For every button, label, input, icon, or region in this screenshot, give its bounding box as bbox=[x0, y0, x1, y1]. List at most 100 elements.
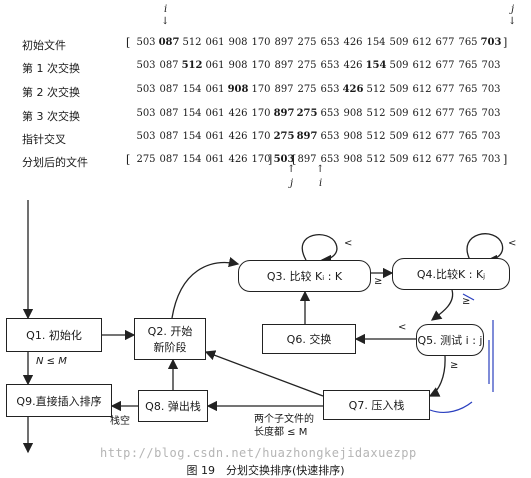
table-cell: 087 bbox=[158, 37, 180, 48]
table-cell: 897 bbox=[273, 108, 295, 119]
table-cell: 426 bbox=[343, 60, 363, 71]
q1-label: Q1. 初始化 bbox=[26, 329, 82, 342]
table-cell: 275 bbox=[297, 84, 317, 95]
table-cell: 154 bbox=[182, 84, 202, 95]
table-cell: 512 bbox=[366, 108, 386, 119]
bottom-j-arrow: ↑ bbox=[287, 164, 296, 175]
table-cell: 503 bbox=[136, 37, 156, 48]
table-cell: 897 bbox=[296, 131, 318, 142]
q5-lt-label: < bbox=[398, 322, 407, 333]
table-cell: 765 bbox=[458, 84, 478, 95]
table-cell: 897 bbox=[274, 60, 294, 71]
table-cell: 503 bbox=[136, 108, 156, 119]
q5-ge-label: ≥ bbox=[450, 360, 459, 371]
table-cell: 612 bbox=[412, 131, 432, 142]
q8-pop-stack-box: Q8. 弹出栈 bbox=[138, 390, 208, 422]
table-cell: 170 bbox=[251, 84, 271, 95]
table-cell: 703 bbox=[481, 131, 501, 142]
q5-label: Q5. 测试 i : j bbox=[417, 334, 483, 347]
n-le-m-label: N ≤ M bbox=[36, 356, 67, 367]
table-cell: 612 bbox=[412, 154, 432, 165]
table-cell: 677 bbox=[435, 154, 455, 165]
table-cell: 897 bbox=[297, 154, 317, 165]
table-cell: 275 bbox=[273, 131, 295, 142]
table-cell: 512 bbox=[181, 60, 203, 71]
bottom-j-marker: j bbox=[290, 178, 294, 189]
table-cell: 503 bbox=[136, 60, 156, 71]
table-cell: 154 bbox=[182, 154, 202, 165]
q8-label: Q8. 弹出栈 bbox=[145, 400, 201, 413]
table-cell: 612 bbox=[412, 108, 432, 119]
table-cell: 061 bbox=[205, 84, 225, 95]
figure-caption: 图 19 分划交换排序(快速排序) bbox=[186, 464, 345, 477]
table-cell: 512 bbox=[366, 131, 386, 142]
table-cell: 908 bbox=[228, 60, 248, 71]
table-cell: 653 bbox=[320, 108, 340, 119]
q9-label: Q9.直接插入排序 bbox=[16, 394, 102, 408]
table-cell: 765 bbox=[458, 154, 478, 165]
table-cell: 426 bbox=[342, 84, 364, 95]
table-row-label: 第 2 次交换 bbox=[22, 86, 80, 99]
table-cell: 512 bbox=[182, 37, 202, 48]
table-cell: 908 bbox=[343, 108, 363, 119]
table-row-label: 指针交叉 bbox=[22, 133, 66, 146]
table-cell: 426 bbox=[228, 154, 248, 165]
q2-new-phase-box: Q2. 开始 新阶段 bbox=[134, 318, 206, 360]
q6-label: Q6. 交换 bbox=[286, 333, 332, 346]
q3-compare-ki-k-box: Q3. 比较 Kᵢ : K bbox=[238, 260, 371, 292]
table-cell: 612 bbox=[412, 37, 432, 48]
table-cell: 275 bbox=[296, 108, 318, 119]
q3-ge-label: ≥ bbox=[374, 276, 383, 287]
blog-watermark: http://blog.csdn.net/huazhongkejidaxuezp… bbox=[100, 446, 417, 460]
table-cell: 275 bbox=[136, 154, 156, 165]
table-cell: 170 bbox=[251, 37, 271, 48]
q4-ge-label: ≥ bbox=[462, 296, 471, 307]
table-cell: 677 bbox=[435, 84, 455, 95]
table-cell: 275 bbox=[297, 60, 317, 71]
table-cell: 509 bbox=[389, 60, 409, 71]
table-cell: 765 bbox=[458, 37, 478, 48]
table-cell: 509 bbox=[389, 154, 409, 165]
table-cell: 612 bbox=[412, 60, 432, 71]
table-cell: 170 bbox=[251, 60, 271, 71]
table-cell: 154 bbox=[182, 108, 202, 119]
table-cell: 503 bbox=[136, 84, 156, 95]
top-i-marker: i bbox=[164, 4, 168, 15]
q9-insertion-sort-box: Q9.直接插入排序 bbox=[6, 384, 112, 417]
table-cell: 154 bbox=[366, 37, 386, 48]
q3-label: Q3. 比较 Kᵢ : K bbox=[266, 270, 343, 283]
table-close-bracket: ] bbox=[503, 36, 508, 49]
table-cell: 653 bbox=[320, 131, 340, 142]
q7-label: Q7. 压入栈 bbox=[348, 399, 405, 412]
table-row-label: 第 3 次交换 bbox=[22, 110, 80, 123]
table-cell: 612 bbox=[412, 84, 432, 95]
q2-label-line1: Q2. 开始 bbox=[147, 325, 193, 338]
table-cell: 087 bbox=[159, 84, 179, 95]
table-cell: 653 bbox=[320, 37, 340, 48]
table-cell: 061 bbox=[205, 60, 225, 71]
table-close-bracket: ] bbox=[503, 153, 508, 166]
table-cell: 426 bbox=[228, 108, 248, 119]
bottom-i-arrow: ↑ bbox=[316, 164, 325, 175]
table-cell: 765 bbox=[458, 108, 478, 119]
table-cell: 908 bbox=[343, 154, 363, 165]
table-cell: 512 bbox=[366, 154, 386, 165]
table-cell: 061 bbox=[205, 108, 225, 119]
q2-label-line2: 新阶段 bbox=[153, 341, 187, 354]
table-row-label: 初始文件 bbox=[22, 39, 66, 52]
table-cell: 087 bbox=[159, 154, 179, 165]
table-cell: 275 bbox=[297, 37, 317, 48]
q6-swap-box: Q6. 交换 bbox=[262, 324, 356, 354]
table-cell: 908 bbox=[228, 37, 248, 48]
table-cell: 170 bbox=[251, 131, 271, 142]
table-row-label: 第 1 次交换 bbox=[22, 62, 80, 75]
table-cell: 677 bbox=[435, 131, 455, 142]
table-cell: 061 bbox=[205, 154, 225, 165]
table-cell: 897 bbox=[274, 84, 294, 95]
table-cell: 677 bbox=[435, 37, 455, 48]
table-cell: 509 bbox=[389, 108, 409, 119]
table-cell: 765 bbox=[458, 131, 478, 142]
top-j-marker: j bbox=[511, 4, 515, 15]
table-cell: 703 bbox=[480, 37, 502, 48]
